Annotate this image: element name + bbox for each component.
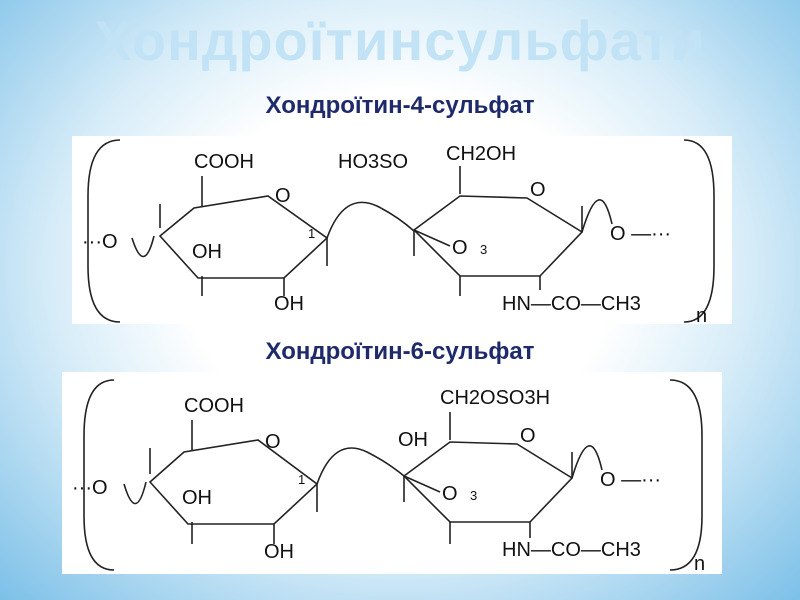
ring1-hydroxyl-bottom-label: OH [264, 541, 294, 563]
carbon-position-1-label: 1 [308, 226, 315, 241]
ring2-sulfate-substituent-label: HO3SO [338, 151, 408, 173]
ring2-oxygen-label: O [520, 425, 536, 447]
ring1-hydroxyl-label: OH [182, 487, 212, 509]
ring2-o3-label: O [442, 483, 458, 505]
left-linkage-label: ···O [72, 477, 108, 499]
structure-diagram-6-sulfate: COOH O OH OH ···O 1 OH CH2OSO3H O O 3 O … [72, 379, 705, 574]
carbon-position-3-label: 3 [480, 242, 487, 257]
structure-panel-4-sulfate: COOH O OH OH ···O 1 HO3SO CH2OH O O 3 O … [72, 136, 732, 324]
repeat-unit-n-label: n [694, 553, 705, 574]
left-linkage-label: ···O [82, 231, 118, 253]
ring2-oxygen-label: O [530, 179, 546, 201]
structure-diagram-4-sulfate: COOH O OH OH ···O 1 HO3SO CH2OH O O 3 O … [82, 139, 715, 324]
acetamido-group-label: HN—CO—CH3 [502, 293, 641, 315]
ring2-top-substituent-label: CH2OSO3H [440, 387, 550, 409]
ring2-o3-label: O [452, 237, 468, 259]
ring2-top-substituent-label: CH2OH [446, 143, 516, 165]
ring1-carboxyl-label: COOH [184, 395, 244, 417]
ring1-oxygen-label: O [275, 185, 291, 207]
ring1-hydroxyl-label: OH [192, 241, 222, 263]
carbon-position-3-label: 3 [470, 488, 477, 503]
ring2-hydroxyl-label: OH [398, 429, 428, 451]
right-linkage-label: O —··· [610, 223, 671, 245]
ring1-carboxyl-label: COOH [194, 151, 254, 173]
acetamido-group-label: HN—CO—CH3 [502, 539, 641, 561]
ring1-hydroxyl-bottom-label: OH [274, 293, 304, 315]
repeat-unit-n-label: n [696, 305, 707, 324]
carbon-position-1-label: 1 [298, 472, 305, 487]
structure-panel-6-sulfate: COOH O OH OH ···O 1 OH CH2OSO3H O O 3 O … [62, 372, 722, 574]
right-linkage-label: O —··· [600, 469, 661, 491]
ring1-oxygen-label: O [265, 431, 281, 453]
slide-title: Хондроїтинсульфати [94, 9, 706, 72]
structure-title-6-sulfate: Хондроїтин-6-сульфат [265, 338, 535, 365]
structure-title-4-sulfate: Хондроїтин-4-сульфат [265, 92, 535, 119]
